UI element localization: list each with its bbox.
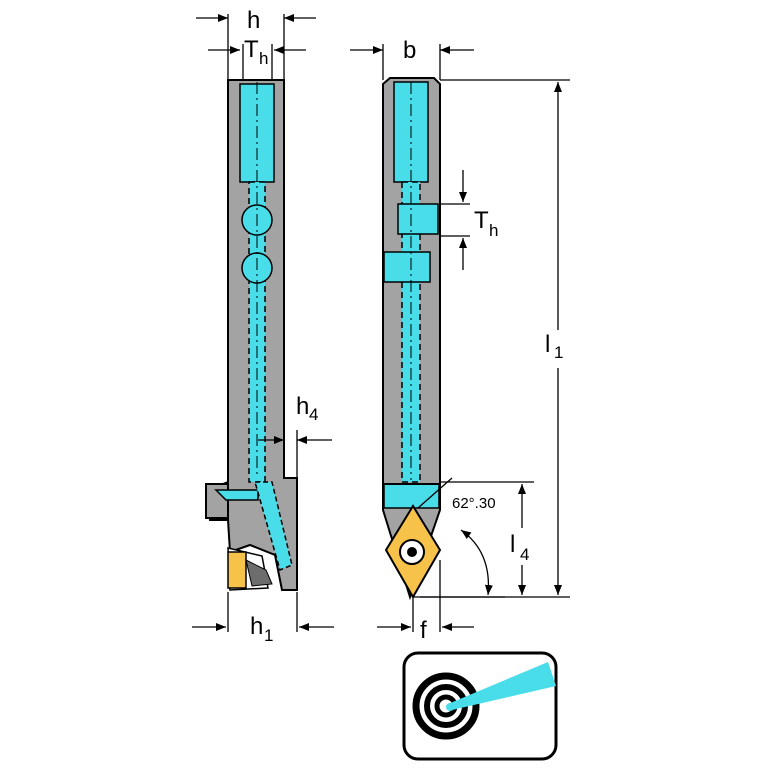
coolant-through-target-icon — [402, 651, 558, 761]
side-view-insert — [227, 551, 247, 589]
side-view — [205, 79, 298, 591]
side-view-coolant-nozzle — [254, 481, 293, 572]
label-th-right-main: T — [474, 207, 489, 234]
top-view-coolant-port-1 — [397, 203, 439, 235]
label-th-sub: h — [259, 49, 268, 68]
top-view-coolant-port-2 — [383, 251, 431, 283]
label-l4-main: l — [510, 531, 515, 558]
side-view-clamp — [205, 483, 229, 519]
label-l1-main: l — [545, 331, 550, 358]
label-b: b — [403, 37, 416, 64]
dimension-labels: h T h b T h l 1 h 4 l 4 62°.30 h 1 f — [244, 7, 563, 645]
dimensions — [192, 14, 570, 632]
label-h1-sub: 1 — [264, 626, 273, 645]
side-view-insert-shim — [245, 559, 273, 587]
label-h: h — [247, 7, 260, 34]
top-view-head-band — [383, 483, 440, 509]
label-l4-sub: 4 — [520, 545, 529, 564]
side-view-coolant-exit — [214, 489, 259, 501]
label-h4-sub: 4 — [309, 405, 318, 424]
label-th-right-sub: h — [489, 221, 498, 240]
label-l1-sub: 1 — [554, 343, 563, 362]
top-view — [382, 77, 442, 601]
label-f: f — [420, 617, 427, 644]
label-th-main: T — [244, 36, 259, 63]
label-angle: 62°.30 — [452, 495, 496, 512]
label-h1-main: h — [250, 613, 263, 640]
top-view-insert-screw-center — [407, 547, 417, 557]
label-h4-main: h — [296, 393, 309, 420]
